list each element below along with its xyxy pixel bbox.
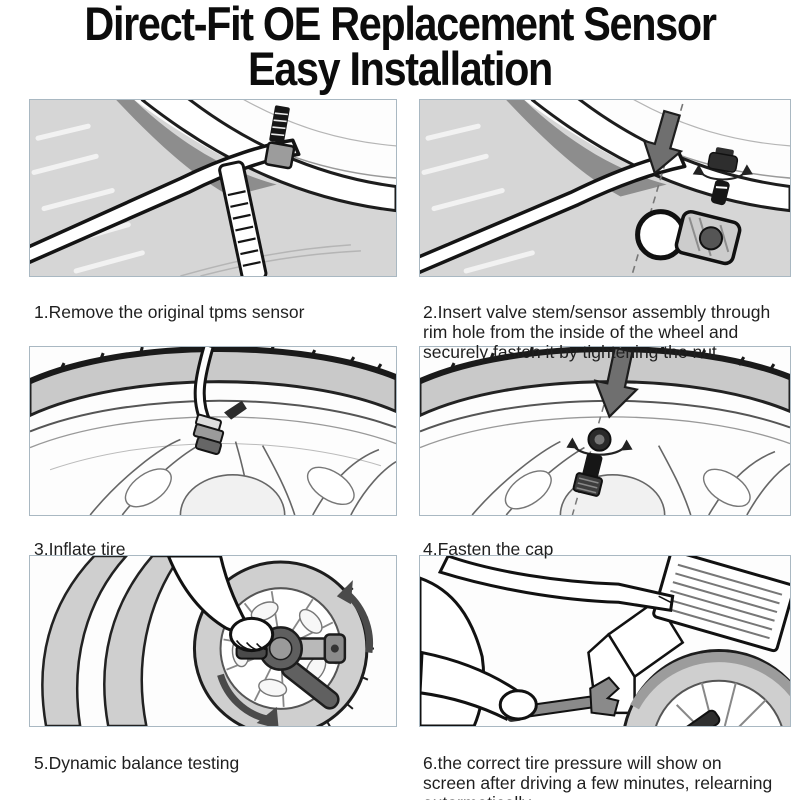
- step6-caption: 6.the correct tire pressure will show on…: [423, 752, 773, 800]
- step6-panel: [419, 555, 791, 727]
- step2-panel: [419, 99, 791, 277]
- valve-grommet: [710, 179, 730, 206]
- balancer-spindle-tool: [258, 626, 347, 710]
- socket: [264, 141, 296, 170]
- step1-panel: [29, 99, 397, 277]
- valve-stem: [572, 452, 603, 497]
- tire: [30, 347, 396, 418]
- rear-tire: [41, 556, 182, 726]
- page-title: Direct-Fit OE Replacement Sensor Easy In…: [0, 0, 800, 95]
- pry-bar-tool: [420, 150, 687, 275]
- step5-caption: 5.Dynamic balance testing: [34, 752, 240, 773]
- display-console: [652, 556, 790, 653]
- step3-caption: 3.Inflate tire: [34, 538, 126, 559]
- rotate-arrow-icon: [217, 580, 374, 726]
- ratchet-tool: [218, 160, 268, 276]
- step4-illustration-fasten-cap: [420, 347, 790, 515]
- step5-panel: [29, 555, 397, 727]
- tire: [420, 347, 790, 418]
- hand: [166, 556, 275, 660]
- valve-stem: [269, 105, 290, 144]
- page-title-line-2: Easy Installation: [248, 42, 553, 95]
- valve-cap: [587, 427, 612, 452]
- hand: [498, 689, 538, 721]
- step1-illustration-remove-sensor: [30, 100, 396, 276]
- step3-panel: [29, 346, 397, 516]
- inflation-hose: [192, 347, 247, 456]
- step4-panel: [419, 346, 791, 516]
- tpms-sensor: [674, 209, 742, 266]
- step5-illustration-balance-testing: [41, 556, 374, 726]
- technician: [420, 556, 675, 726]
- rotate-arrow-icon: [566, 437, 633, 456]
- step2-caption: 2.Insert valve stem/sensor assembly thro…: [423, 301, 771, 362]
- rotate-arrow-icon: [692, 164, 753, 181]
- step3-illustration-inflate-tire: [30, 347, 396, 515]
- wheel: [623, 649, 790, 726]
- pointing-arm: [437, 556, 675, 613]
- step6-illustration-relearn-display: [420, 556, 790, 726]
- step2-illustration-insert-valve: [420, 100, 790, 276]
- down-arrow-icon: [593, 347, 639, 419]
- step1-caption: 1.Remove the original tpms sensor: [34, 301, 305, 322]
- down-arrow-icon: [642, 109, 684, 176]
- page-title-line-1: Direct-Fit OE Replacement Sensor: [84, 0, 717, 50]
- wheel-rim: [420, 399, 790, 515]
- nut: [707, 147, 739, 173]
- step4-caption: 4.Fasten the cap: [423, 538, 554, 559]
- chuck-clip-lever: [224, 400, 247, 420]
